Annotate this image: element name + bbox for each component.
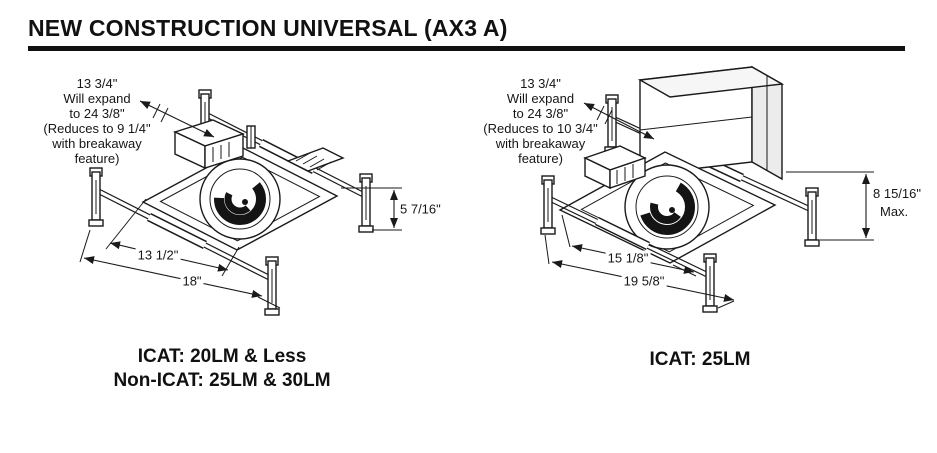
note-line: with breakaway [495, 136, 586, 151]
title-underline [28, 46, 905, 51]
led-module [286, 147, 345, 172]
mounting-foot [88, 167, 104, 227]
note-line: feature) [74, 151, 120, 166]
note-line: (Reduces to 10 3/4" [483, 121, 598, 136]
note-line: Will expand [63, 91, 131, 106]
spring-bracket [246, 125, 256, 149]
caption-line: Non-ICAT: 25LM & 30LM [113, 370, 331, 391]
left-expansion-note: 13 3/4" Will expand to 24 3/8" (Reduces … [27, 76, 167, 166]
note-line: to 24 3/8" [69, 106, 125, 121]
caption-line: ICAT: 25LM [649, 349, 751, 370]
right-overall-width-dimension-label: 19 5/8" [621, 273, 667, 289]
right-fixture-drawing [540, 65, 874, 313]
right-expansion-note: 13 3/4" Will expand to 24 3/8" (Reduces … [468, 76, 613, 166]
aperture-baffle [624, 164, 710, 250]
note-line: with breakaway [52, 136, 142, 151]
icat-housing-box [637, 65, 785, 181]
left-overall-width-dimension-label: 18" [180, 273, 204, 289]
right-figure-caption: ICAT: 25LM [565, 348, 835, 372]
note-line: feature) [518, 151, 563, 166]
right-height-qualifier-label: Max. [880, 204, 909, 219]
caption-line: ICAT: 20LM & Less [137, 346, 307, 367]
mounting-foot [702, 253, 718, 313]
left-frame-width-dimension-label: 13 1/2" [135, 247, 181, 263]
page-title: NEW CONSTRUCTION UNIVERSAL (AX3 A) [28, 15, 508, 41]
mounting-foot [358, 173, 374, 233]
note-line: 13 3/4" [76, 76, 118, 91]
right-frame-width-dimension-label: 15 1/8" [605, 250, 651, 266]
mounting-foot [804, 187, 820, 247]
junction-box [583, 145, 647, 190]
note-line: 13 3/4" [520, 76, 561, 91]
left-height-dimension-label: 5 7/16" [400, 201, 441, 217]
left-figure-caption: ICAT: 20LM & Less Non-ICAT: 25LM & 30LM [60, 345, 384, 393]
note-line: (Reduces to 9 1/4" [43, 121, 151, 136]
right-height-dimension-label: 8 15/16" [873, 186, 921, 201]
note-line: Will expand [506, 91, 575, 106]
aperture-baffle [199, 158, 281, 240]
note-line: to 24 3/8" [512, 106, 569, 121]
mounting-foot [540, 175, 556, 235]
left-fixture-drawing [79, 89, 402, 316]
